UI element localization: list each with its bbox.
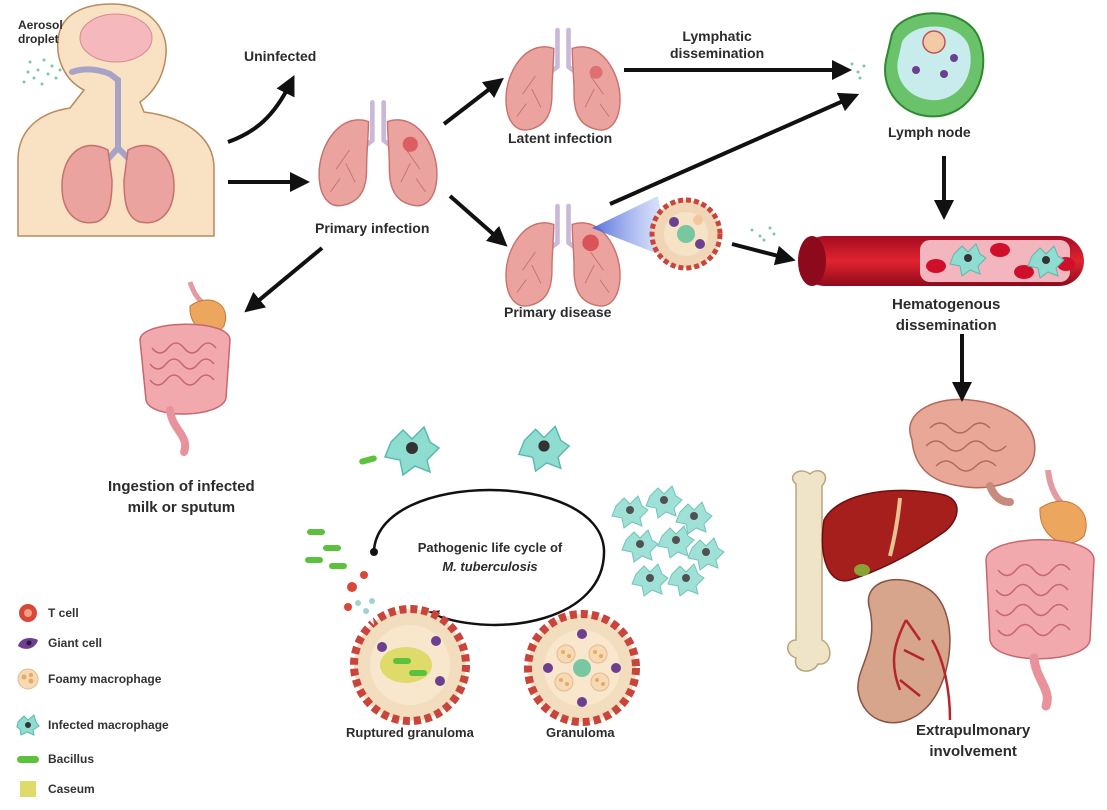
granuloma [524, 610, 640, 726]
ruptured-granuloma-label: Ruptured granuloma [346, 725, 474, 740]
granuloma-label: Granuloma [546, 725, 615, 740]
caseum-icon [16, 778, 40, 800]
latent-infection-lungs [506, 30, 620, 130]
latent-infection-label: Latent infection [508, 130, 613, 146]
legend-item-t-cell: T cell [16, 602, 79, 624]
bone [787, 470, 831, 672]
extrapulmonary-involvement-label: Extrapulmonary involvement [916, 722, 1031, 760]
primary-disease-label: Primary disease [504, 304, 612, 320]
giant-cell-icon [16, 632, 40, 654]
digestive-tract-left [139, 281, 231, 456]
life-cycle-title-line1: Pathogenic life cycle of [417, 540, 563, 555]
legend-item-caseum: Caseum [16, 778, 95, 800]
legend-item-foamy-macrophage: Foamy macrophage [16, 668, 161, 690]
legend-item-giant-cell: Giant cell [16, 632, 102, 654]
dissemination-dots [750, 62, 866, 242]
flow-arrows [227, 60, 972, 402]
ruptured-granuloma [344, 571, 470, 725]
t-cell-icon [16, 602, 40, 624]
extrapulmonary-organs [787, 398, 1095, 724]
legend-label: Caseum [48, 782, 95, 796]
bacillus-icon [16, 748, 40, 770]
legend-label: Infected macrophage [48, 718, 169, 732]
uninfected-label: Uninfected [244, 48, 317, 64]
small-granuloma [649, 197, 723, 271]
lymph-node-label: Lymph node [888, 124, 971, 140]
primary-disease-lungs [506, 206, 620, 306]
primary-infection-label: Primary infection [315, 220, 430, 236]
primary-infection-lungs [319, 103, 437, 206]
legend-item-bacillus: Bacillus [16, 748, 94, 770]
liver [821, 489, 958, 582]
kidney [857, 578, 952, 724]
legend-label: Foamy macrophage [48, 672, 162, 686]
zoom-beam [592, 196, 668, 258]
brain [909, 398, 1036, 506]
life-cycle-title: Pathogenic life cycle of M. tuberculosis [380, 538, 600, 576]
ingestion-label: Ingestion of infected milk or sputum [108, 478, 255, 516]
legend-item-infected-macrophage: Infected macrophage [16, 714, 169, 736]
life-cycle-arc [372, 488, 606, 627]
hematogenous-dissemination-label: Hematogenous dissemination [892, 296, 1001, 334]
aerosol-droplet-label: Aerosol droplet [18, 18, 63, 46]
macrophage-cluster [611, 485, 725, 597]
infected-macrophage-icon [16, 714, 40, 736]
legend-label: Giant cell [48, 636, 103, 650]
aerosol-droplets [22, 58, 62, 86]
lymphatic-dissemination-label: Lymphatic dissemination [670, 28, 765, 61]
digestive-tract-right [985, 469, 1095, 711]
blood-vessel [798, 236, 1084, 286]
legend-label: T cell [48, 606, 79, 620]
foamy-macrophage-icon [16, 668, 40, 690]
legend-label: Bacillus [48, 752, 95, 766]
lymph-node [884, 12, 985, 118]
person-illustration [17, 3, 215, 237]
life-cycle-title-line2: M. tuberculosis [442, 559, 538, 574]
